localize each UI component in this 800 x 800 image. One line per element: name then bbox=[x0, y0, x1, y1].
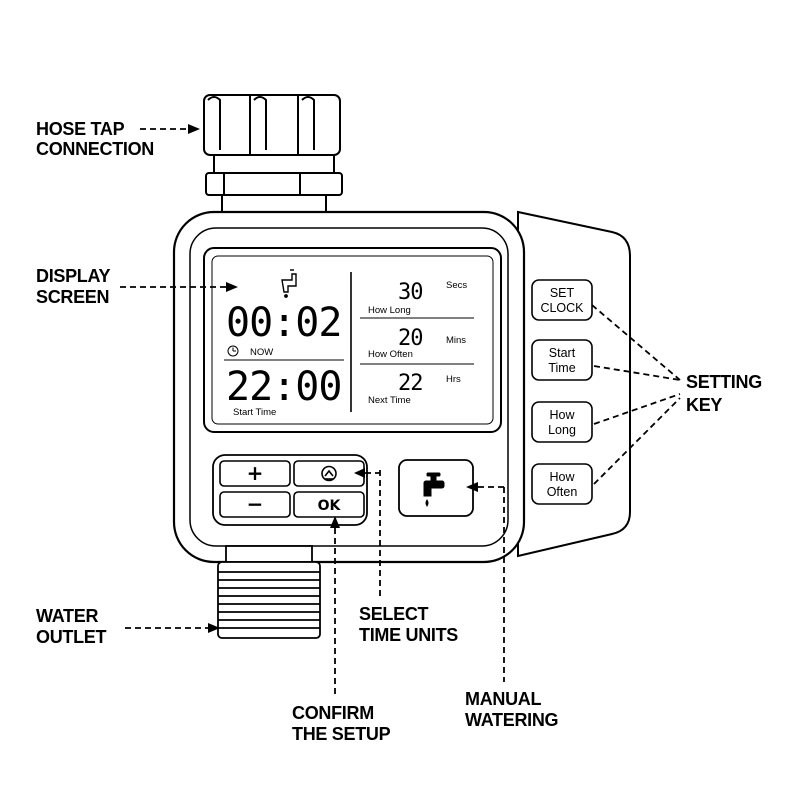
hose-tap-label-line1: HOSE TAP bbox=[36, 119, 125, 139]
minus-label: − bbox=[247, 492, 264, 516]
control-pad: + − OK bbox=[212, 454, 368, 526]
hose-tap-connector bbox=[203, 94, 343, 214]
leader-lines bbox=[120, 128, 681, 698]
select-units-label-line1: SELECT bbox=[359, 604, 429, 624]
start-time-label-line2: Time bbox=[548, 361, 575, 375]
next-time-label: Next Time bbox=[368, 395, 411, 406]
plus-label: + bbox=[247, 461, 264, 485]
how-often-button[interactable]: How Often bbox=[531, 463, 593, 505]
start-time-readout: 22:00 bbox=[226, 364, 341, 410]
set-clock-label-line1: SET bbox=[550, 286, 575, 300]
how-long-label-line2: Long bbox=[548, 423, 576, 437]
how-often-label-line2: Often bbox=[547, 485, 578, 499]
set-clock-button[interactable]: SET CLOCK bbox=[531, 279, 593, 321]
manual-watering-label-line1: MANUAL bbox=[465, 689, 541, 709]
next-time-unit: Hrs bbox=[446, 374, 461, 385]
clock-icon bbox=[227, 345, 239, 357]
manual-watering-button[interactable] bbox=[398, 459, 474, 517]
start-time-button[interactable]: Start Time bbox=[531, 339, 593, 381]
set-clock-label-line2: CLOCK bbox=[540, 301, 584, 315]
leader-arrowheads bbox=[188, 124, 478, 633]
display-label-line1: DISPLAY bbox=[36, 266, 111, 286]
how-often-unit: Mins bbox=[446, 335, 466, 346]
how-often-value: 20 bbox=[398, 326, 423, 351]
how-long-button[interactable]: How Long bbox=[531, 401, 593, 443]
select-units-button[interactable] bbox=[293, 460, 365, 487]
now-label: NOW bbox=[250, 347, 273, 358]
start-time-label-line1: Start bbox=[549, 346, 576, 360]
hose-tap-label-line2: CONNECTION bbox=[36, 139, 154, 159]
manual-watering-label-line2: WATERING bbox=[465, 710, 558, 730]
callout-labels: HOSE TAP CONNECTION DISPLAY SCREEN SETTI… bbox=[36, 119, 762, 744]
confirm-setup-label-line1: CONFIRM bbox=[292, 703, 374, 723]
how-often-label-line1: How bbox=[549, 470, 575, 484]
next-time-value: 22 bbox=[398, 371, 423, 396]
ok-label: OK bbox=[318, 498, 342, 514]
plus-button[interactable]: + bbox=[219, 460, 291, 487]
water-outlet bbox=[217, 545, 321, 639]
how-long-label: How Long bbox=[368, 305, 411, 316]
how-long-value: 30 bbox=[398, 280, 423, 305]
select-units-label-line2: TIME UNITS bbox=[359, 625, 458, 645]
setting-key-label-line2: KEY bbox=[686, 395, 722, 415]
faucet-icon bbox=[281, 269, 297, 298]
water-outlet-label-line1: WATER bbox=[36, 606, 98, 626]
up-arrow-circle-icon bbox=[321, 465, 337, 482]
display-label-line2: SCREEN bbox=[36, 287, 109, 307]
how-long-label-line1: How bbox=[549, 408, 575, 422]
now-time-readout: 00:02 bbox=[226, 300, 341, 346]
lcd-display: 00:02 NOW 22:00 Start Time 30 Secs How L… bbox=[203, 247, 502, 433]
minus-button[interactable]: − bbox=[219, 491, 291, 518]
water-outlet-label-line2: OUTLET bbox=[36, 627, 106, 647]
ok-button[interactable]: OK bbox=[293, 491, 365, 518]
setting-key-label-line1: SETTING bbox=[686, 372, 762, 392]
start-time-label: Start Time bbox=[233, 407, 276, 418]
confirm-setup-label-line2: THE SETUP bbox=[292, 724, 391, 744]
faucet-icon bbox=[423, 472, 445, 507]
how-long-unit: Secs bbox=[446, 280, 467, 291]
how-often-label: How Often bbox=[368, 349, 413, 360]
